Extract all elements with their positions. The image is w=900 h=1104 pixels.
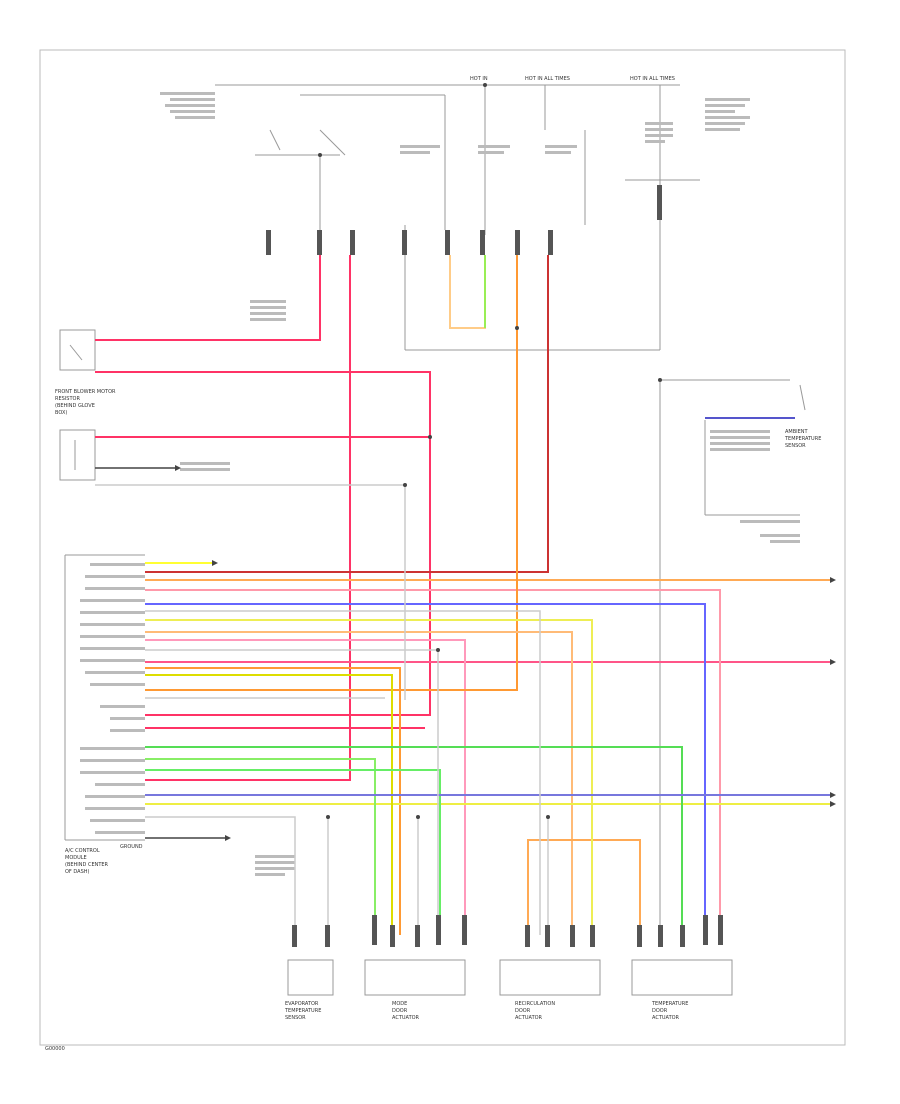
module-pin-labels [80, 563, 145, 834]
wire-orange-gnd [527, 839, 641, 935]
top-supply [215, 84, 806, 935]
label-recirc-1: RECIRCULATION [515, 1001, 555, 1007]
label-blower-4: BOX) [55, 410, 67, 416]
label-blower-1: FRONT BLOWER MOTOR [55, 389, 116, 395]
label-blower-3: (BEHIND GLOVE [55, 403, 95, 409]
label-temp-2: DOOR [652, 1008, 668, 1014]
recirculation-actuator-box [499, 959, 601, 996]
connector-marks [266, 185, 662, 255]
wire-yellow-4 [145, 674, 393, 935]
header-label-1: HOT IN [470, 76, 488, 82]
wire-gray-4 [145, 816, 296, 935]
wire-gray-1 [145, 610, 541, 935]
header-label-3: HOT IN ALL TIMES [630, 76, 675, 82]
small-labels [160, 92, 800, 876]
splice-dots [318, 83, 662, 819]
mode-actuator-box [364, 959, 466, 996]
label-ambient-3: SENSOR [785, 443, 806, 449]
wire-dark-red [145, 255, 549, 573]
wire-orange-tan [449, 255, 486, 329]
bottom-connectors [292, 915, 723, 947]
label-ambient-1: AMBIENT [785, 429, 809, 435]
label-blower-2: RESISTOR [55, 396, 80, 402]
wire-yellow-2 [145, 619, 593, 935]
wire-green-3 [145, 769, 441, 935]
diagram-border [39, 49, 846, 1046]
wire-gray-2 [145, 649, 439, 935]
label-recirc-2: DOOR [515, 1008, 531, 1014]
label-temp-1: TEMPERATURE [651, 1001, 688, 1007]
label-ground: GROUND [120, 844, 143, 850]
evaporator-sensor-box [287, 959, 334, 996]
label-ac-control-4: OF DASH) [65, 869, 90, 875]
temp-actuator-box [631, 959, 733, 996]
label-temp-3: ACTUATOR [652, 1015, 680, 1021]
component-boxes [287, 959, 733, 996]
wire-orange-4 [145, 667, 401, 935]
label-ac-control-2: MODULE [65, 855, 87, 861]
label-ac-control-1: A/C CONTROL [65, 848, 100, 854]
wire-green-2 [145, 758, 376, 935]
label-evap-1: EVAPORATOR [285, 1001, 319, 1007]
label-ambient-2: TEMPERATURE [784, 436, 821, 442]
wire-red-2 [95, 371, 431, 716]
label-ac-control-3: (BEHIND CENTER [65, 862, 109, 868]
control-module-bracket [64, 554, 145, 841]
wire-end-arrows [175, 465, 836, 841]
label-recirc-3: ACTUATOR [515, 1015, 543, 1021]
wire-red-4 [145, 255, 351, 781]
header-label-2: HOT IN ALL TIMES [525, 76, 570, 82]
label-evap-3: SENSOR [285, 1015, 306, 1021]
label-evap-2: TEMPERATURE [284, 1008, 321, 1014]
wire-green-1 [145, 746, 683, 935]
wires [95, 255, 830, 935]
wire-pink-2 [145, 589, 721, 935]
label-mode-2: DOOR [392, 1008, 408, 1014]
footer-code: G00000 [45, 1046, 65, 1052]
blower-resistor-box [59, 329, 96, 481]
wire-orange-3 [145, 631, 573, 935]
wire-red-1 [95, 255, 321, 341]
label-mode-1: MODE [392, 1001, 407, 1007]
wire-pink-3 [145, 639, 466, 935]
wire-orange-2 [145, 255, 518, 691]
label-mode-3: ACTUATOR [392, 1015, 420, 1021]
wire-blue-1 [145, 603, 706, 935]
